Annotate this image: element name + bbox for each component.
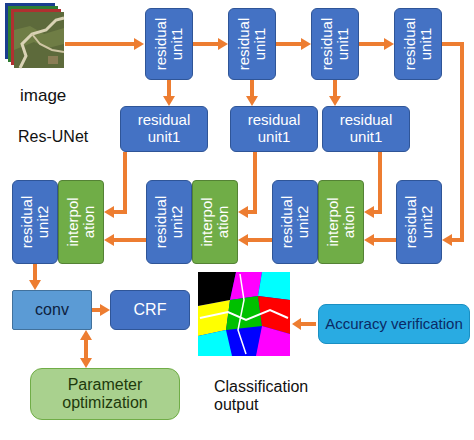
flow-arrow [104,234,146,246]
node-text: residual unit2 [403,191,435,253]
flow-arrow [104,152,125,218]
verification-arrow [292,318,316,330]
node-text: residual unit2 [279,191,311,253]
input-arrow [65,38,144,50]
residual-unit: residual unit2 [396,180,442,264]
flow-arrow [80,330,92,368]
flow-arrow [276,38,311,50]
caption-label: image [20,86,100,106]
node-text: residual unit1 [319,13,351,75]
node-text: Accuracy verification [325,316,463,333]
caption-label: Res-UNet [18,128,118,146]
residual-unit: residual unit1 [230,106,318,152]
flow-arrow [442,44,462,246]
node-text: residual unit1 [237,112,311,146]
residual-unit: residual unit2 [146,180,192,264]
residual-unit: residual unit2 [12,180,58,264]
node-text: residual unit2 [19,191,51,253]
accuracy-box: Accuracy verification [318,304,470,344]
node-text: residual unit1 [153,13,185,75]
flow-arrow [329,80,341,106]
node-text: residual unit1 [402,13,434,75]
flow-arrow [364,234,396,246]
flow-arrow [238,234,272,246]
crf-box: CRF [110,290,190,330]
node-text: residual unit1 [236,13,268,75]
node-text: residual unit1 [127,112,201,146]
interpolation-box: interpol ation [318,180,364,264]
caption-label: Classification output [214,378,344,415]
node-text: interpol ation [325,191,357,253]
residual-unit: residual unit1 [120,106,208,152]
node-text: conv [35,301,69,319]
input-image [5,3,64,68]
classification-map [198,272,290,356]
flow-arrow [193,38,228,50]
optimization-box: Parameter optimization [30,368,180,420]
node-text: residual unit1 [329,112,403,146]
flow-arrow [359,38,394,50]
flow-arrow [92,304,110,316]
flow-arrow [238,152,255,218]
node-text: Parameter optimization [37,376,173,412]
flow-arrow [364,152,380,218]
residual-unit: residual unit2 [272,180,318,264]
interpolation-box: interpol ation [192,180,238,264]
residual-unit: residual unit1 [394,8,442,80]
residual-unit: residual unit1 [311,8,359,80]
node-text: CRF [134,301,167,319]
node-text: interpol ation [65,191,97,253]
flow-arrow [163,80,175,106]
node-text: interpol ation [199,191,231,253]
residual-unit: residual unit1 [228,8,276,80]
node-text: residual unit2 [153,191,185,253]
residual-unit: residual unit1 [145,8,193,80]
interpolation-box: interpol ation [58,180,104,264]
flow-arrow [29,264,41,290]
residual-unit: residual unit1 [322,106,410,152]
conv-box: conv [12,290,92,330]
flow-arrow [246,80,258,106]
